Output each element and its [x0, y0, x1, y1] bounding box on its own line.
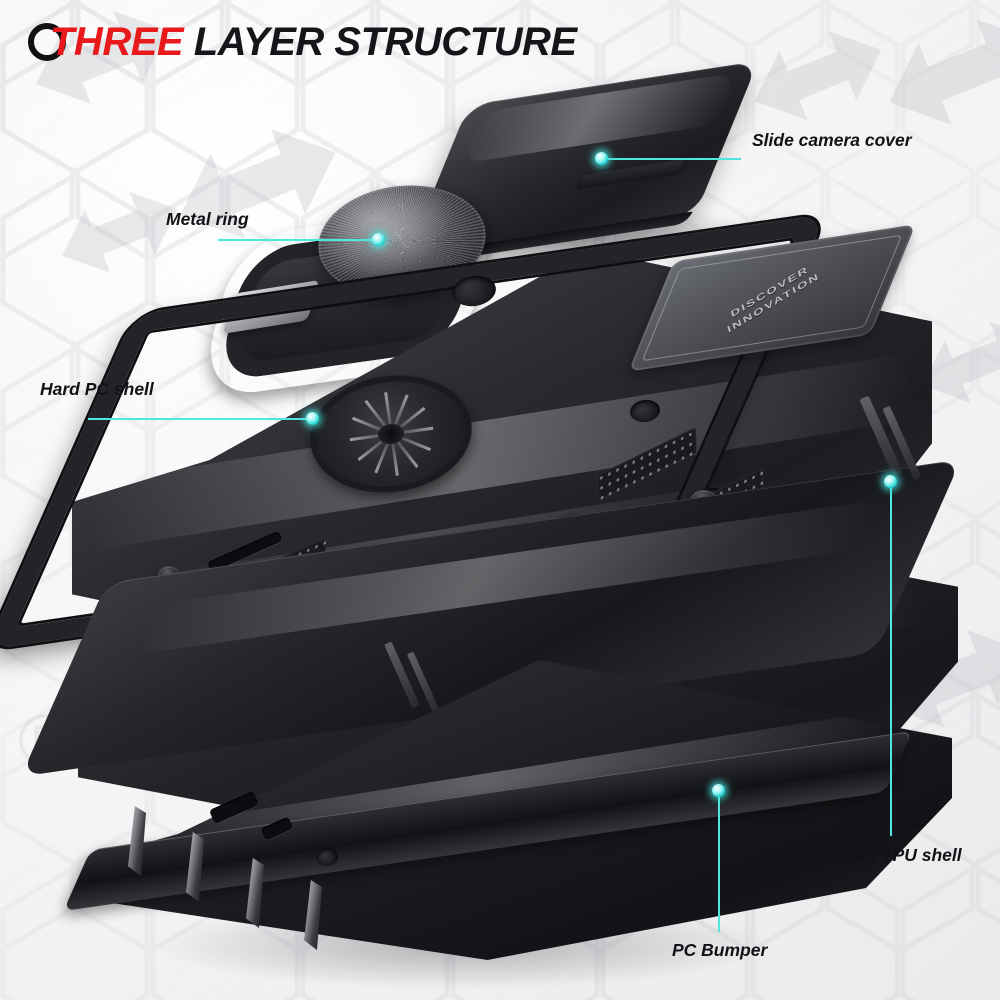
kickstand-spoke	[389, 431, 399, 476]
kickstand-spoke	[383, 392, 393, 437]
callout-slide-camera-cover: Slide camera cover	[752, 130, 912, 151]
bumper-jack-cutout	[316, 848, 338, 866]
leader-line-metal-ring	[218, 239, 380, 241]
callout-dot-metal-ring	[372, 233, 385, 246]
callout-hard-pc-shell: Hard PC shell	[40, 379, 154, 400]
callout-label-pc-bumper: PC Bumper	[672, 940, 768, 960]
kickstand-spoke	[349, 432, 394, 442]
callout-dot-soft-tpu-shell	[884, 475, 897, 488]
callout-dot-slide-camera-cover	[595, 152, 608, 165]
leader-line-hard-pc-shell	[88, 418, 314, 420]
callout-label-soft-tpu-shell: Soft TPU shell	[843, 845, 962, 865]
brand-slogan: DISCOVER INNOVATION	[722, 260, 821, 337]
title-rest: LAYER STRUCTURE	[193, 20, 577, 64]
callout-metal-ring: Metal ring	[166, 209, 249, 230]
page-title: THREE LAYER STRUCTURE	[28, 22, 577, 62]
callout-dot-hard-pc-shell	[306, 412, 319, 425]
ring-icon	[28, 23, 66, 61]
cover-notch	[575, 156, 687, 190]
callout-soft-tpu-shell: Soft TPU shell	[843, 845, 962, 866]
callout-label-hard-pc-shell: Hard PC shell	[40, 379, 154, 399]
kickstand-spoke	[373, 431, 394, 474]
leader-line-soft-tpu-shell	[890, 481, 892, 836]
title-highlight: THREE	[50, 20, 184, 64]
callout-label-metal-ring: Metal ring	[166, 209, 249, 229]
leader-line-pc-bumper	[718, 790, 720, 932]
callout-pc-bumper: PC Bumper	[672, 940, 767, 961]
callout-label-slide-camera-cover: Slide camera cover	[752, 130, 912, 150]
leader-line-slide-camera-cover	[601, 158, 741, 160]
callout-dot-pc-bumper	[712, 784, 725, 797]
kickstand-spoke	[388, 426, 433, 436]
